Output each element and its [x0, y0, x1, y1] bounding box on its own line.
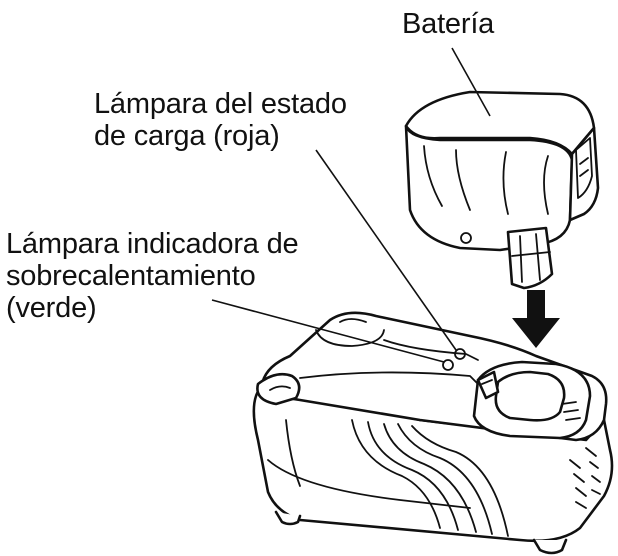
battery-pack: [404, 90, 600, 290]
charger-base: [252, 311, 614, 555]
leader-charge-lamp: [315, 149, 457, 351]
leader-battery: [451, 47, 491, 117]
overheat-lamp-label-line-2: sobrecalentamiento: [6, 260, 256, 292]
overheat-lamp-label-line-3: (verde): [6, 292, 97, 324]
leader-overheat-lamp: [211, 299, 445, 363]
charge-lamp-label-line-2: de carga (roja): [94, 120, 280, 152]
charge-lamp-label-line-1: Lámpara del estado: [94, 88, 347, 120]
overheat-lamp: [442, 359, 454, 371]
battery-label-text: Batería: [402, 8, 495, 40]
charge-lamp-label: Lámpara del estado de carga (roja): [94, 88, 347, 152]
down-arrow-icon: [512, 290, 560, 348]
overheat-lamp-label: Lámpara indicadora de sobrecalentamiento…: [6, 228, 299, 324]
charge-lamp: [454, 348, 466, 360]
battery-label: Batería: [402, 8, 494, 40]
overheat-lamp-label-line-1: Lámpara indicadora de: [6, 228, 299, 260]
